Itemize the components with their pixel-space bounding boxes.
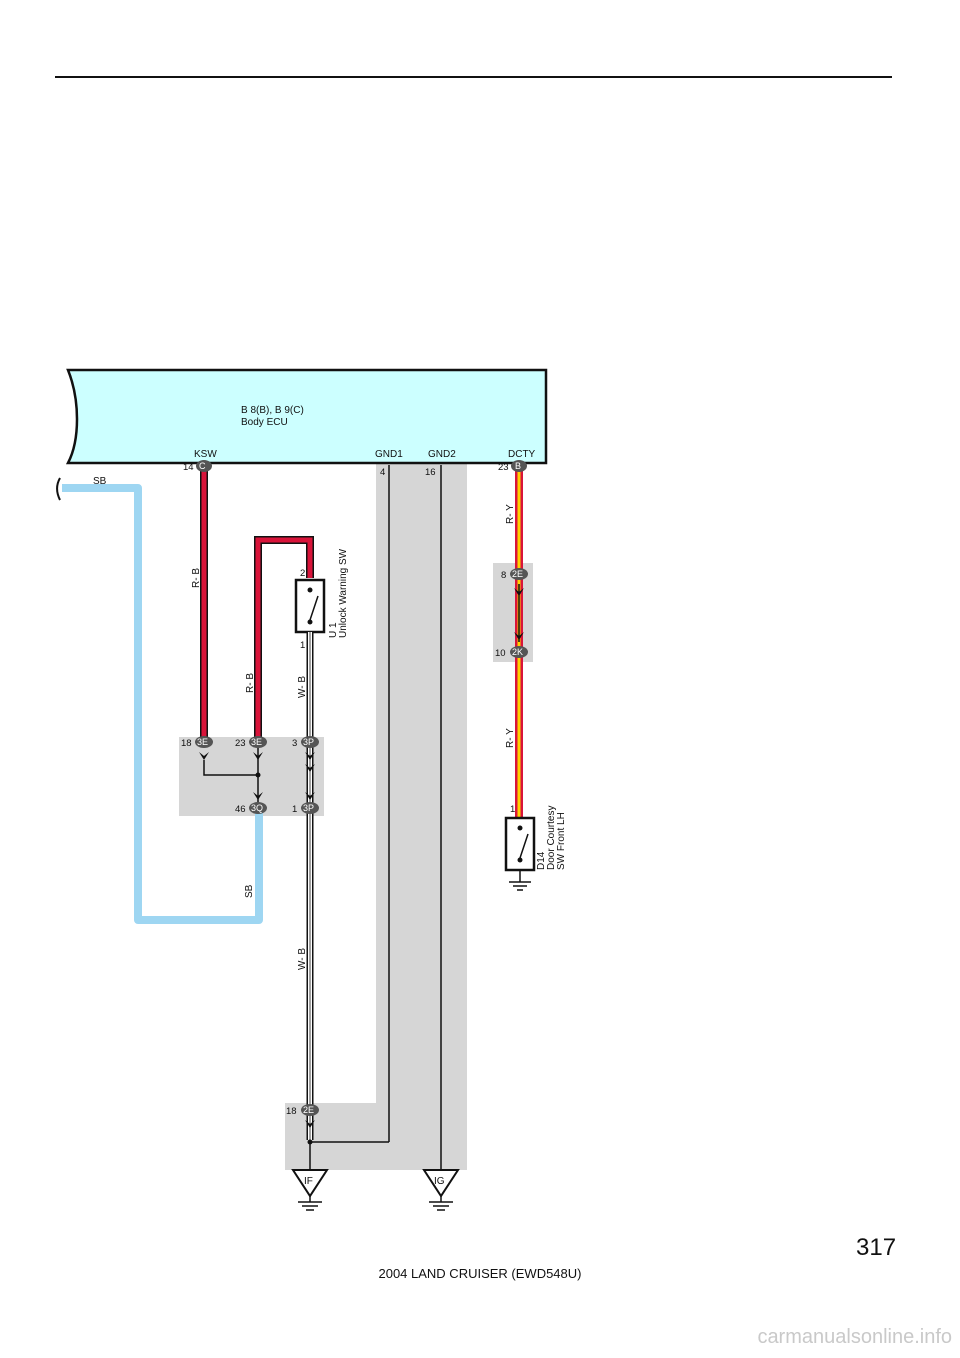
terminal-gnd1: GND1 [375,449,403,460]
u1-pin-top: 2 [300,568,305,579]
page-number: 317 [856,1234,897,1261]
connector-arrows [199,588,524,1128]
ecu-name: Body ECU [241,417,288,428]
body-ecu-box [65,368,548,465]
wire-label-wb-upper: W- B [297,676,308,698]
d14-id: D14 [536,851,547,870]
terminal-ksw: KSW [194,449,217,460]
page-footer: 2004 LAND CRUISER (EWD548U) [378,1266,582,1281]
ground-if-label: IF [304,1176,313,1187]
gnd2-pin: 16 [425,467,436,478]
u1-id: U 1 [328,622,339,638]
ground-ig [422,1169,460,1211]
conn-3e-right: 3E [251,737,262,747]
conn-3p-bot: 3P [303,803,314,813]
wire-label-rb-left: R- B [191,568,202,588]
terminal-gnd2: GND2 [428,449,456,460]
conn-ksw: C [199,461,206,471]
ground-ig-label: IG [434,1176,445,1187]
pin-2e-top: 8 [501,570,506,581]
pin-3p-top: 3 [292,738,297,749]
wire-label-sb-lower: SB [244,884,255,898]
d14-door-courtesy-switch [504,816,536,891]
pin-2k: 10 [495,648,506,659]
u1-pin-bot: 1 [300,640,305,651]
conn-3q: 3Q [251,803,263,813]
sb-wire [56,477,263,924]
d14-line1: Door Courtesy [546,806,557,870]
u1-name: Unlock Warning SW [338,548,349,638]
pin-2e-bot: 18 [286,1106,297,1117]
pin-dcty: 23 [498,462,509,473]
d14-line2: SW Front LH [556,812,567,870]
wire-label-ry-lower: R- Y [505,728,516,748]
ecu-connectors: B 8(B), B 9(C) [241,405,304,416]
conn-2e-bot: 2E [303,1105,314,1115]
wire-label-sb-top: SB [93,476,107,487]
shaded-regions [179,463,533,1170]
d14-pin: 1 [510,804,515,815]
conn-dcty: B [515,461,521,471]
pin-3e-right: 23 [235,738,246,749]
conn-3p-top: 3P [303,737,314,747]
ground-if [291,1169,329,1211]
pin-ksw: 14 [183,462,194,473]
pin-3e-left: 18 [181,738,192,749]
wire-label-ry-upper: R- Y [505,504,516,524]
wire-label-rb-mid: R- B [245,673,256,693]
conn-2e-top: 2E [512,569,523,579]
conn-3e-left: 3E [197,737,208,747]
connector-ovals [195,460,528,1116]
watermark: carmanualsonline.info [757,1326,952,1348]
u1-unlock-warning-switch [294,578,326,634]
pin-3q: 46 [235,804,246,815]
terminal-dcty: DCTY [508,449,536,460]
conn-2k: 2K [512,647,523,657]
pin-3p-bot: 1 [292,804,297,815]
ground-wires [307,465,442,1170]
wire-label-wb-lower: W- B [297,948,308,970]
rb-wire-mid [254,536,314,742]
gnd1-pin: 4 [380,467,385,478]
